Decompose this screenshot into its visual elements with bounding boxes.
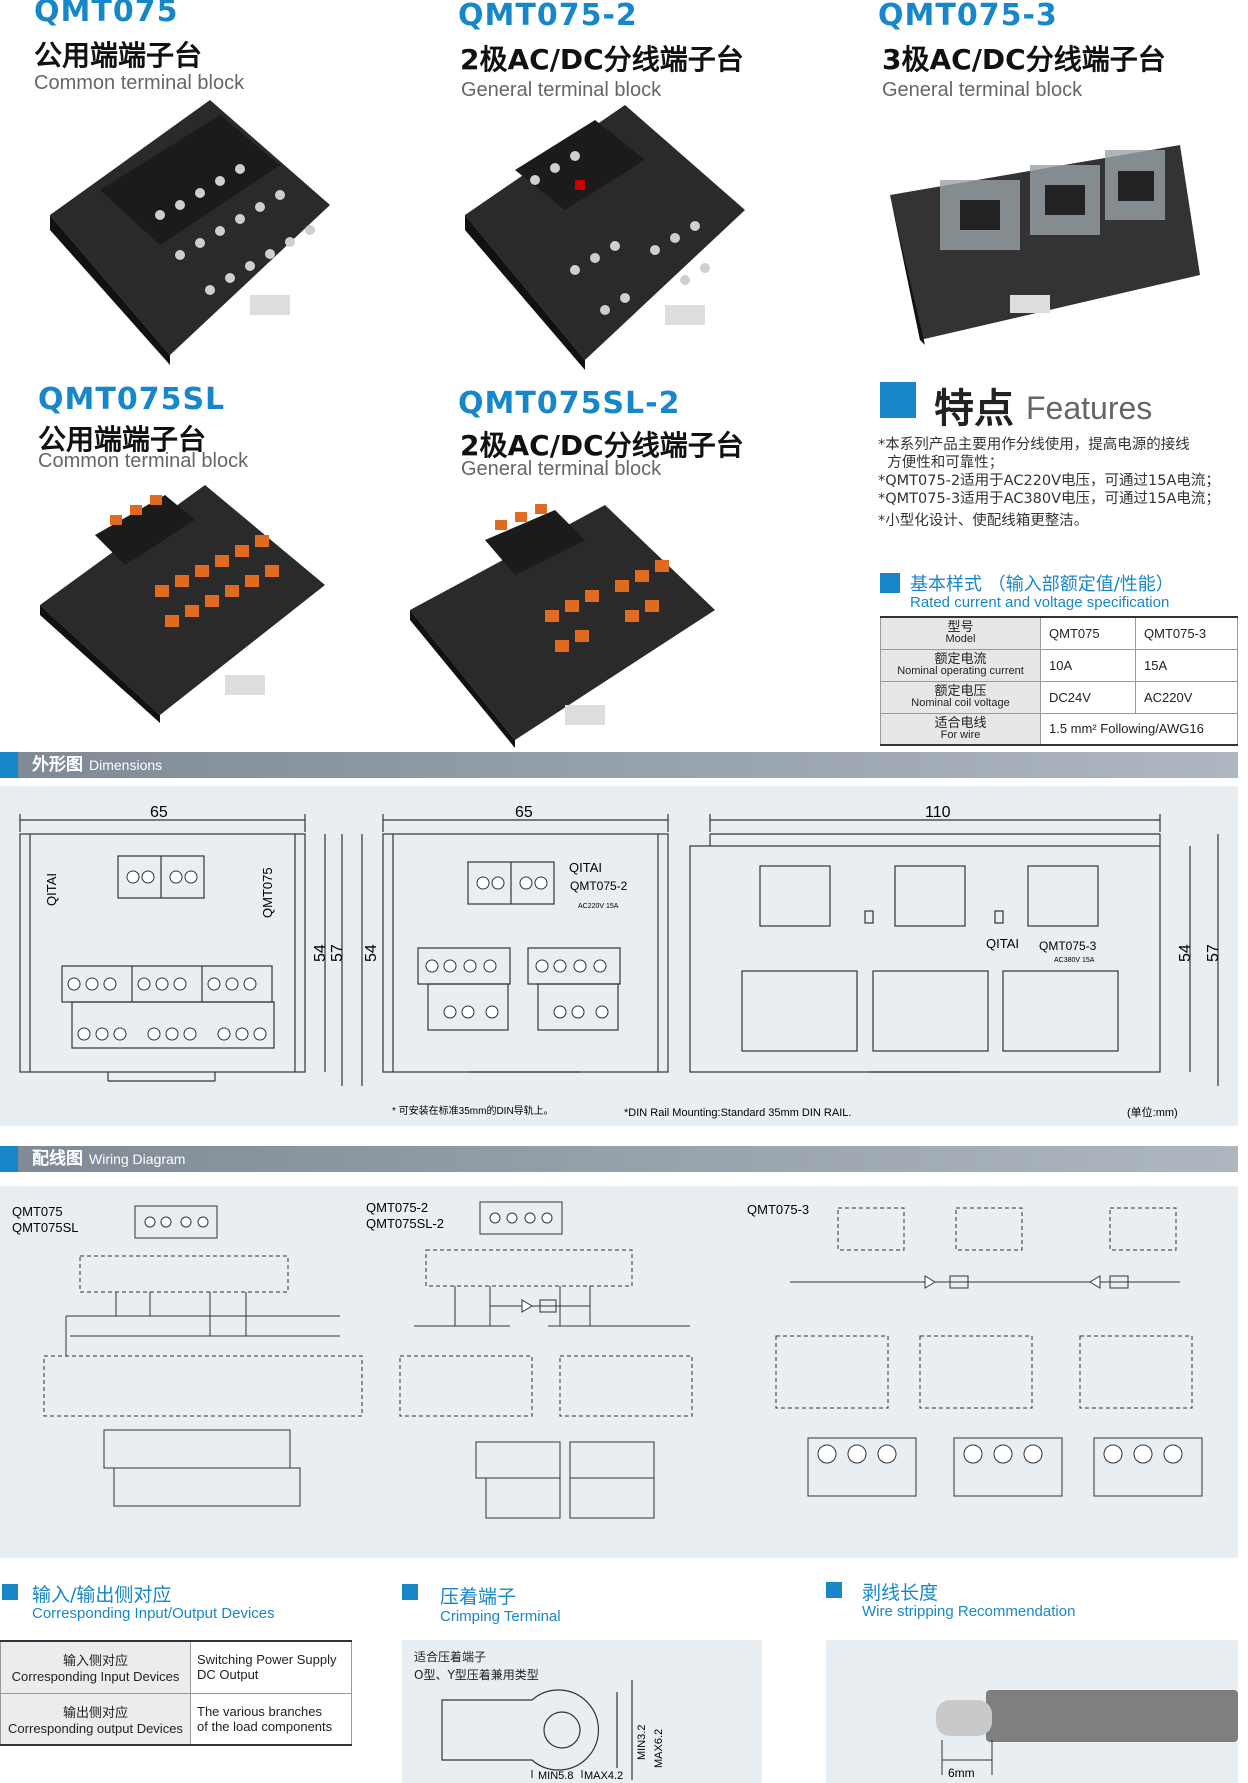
crimp-label-1: 适合压着端子 <box>414 1650 487 1664</box>
product-photo-qmt075sl <box>40 485 325 723</box>
product-photo-qmt075 <box>50 100 330 365</box>
product-model-4: QMT075SL <box>38 382 226 417</box>
wire-stripping-drawing: 6mm <box>936 1690 1238 1780</box>
product-en-2: General terminal block <box>461 79 662 101</box>
crimp-terminal-drawing: MIN3.2 MAX6.2 MIN5.8 MAX4.2 <box>441 1680 665 1782</box>
crimp-label-2: O型、Y型压着兼用类型 <box>414 1668 539 1682</box>
dim-57-c: 57 <box>1205 944 1222 962</box>
dim-model-1: QMT075 <box>260 867 275 918</box>
spec-title-en: Rated current and voltage specification <box>910 594 1170 611</box>
io-square-icon <box>2 1584 18 1600</box>
crimp-dim-4: MAX4.2 <box>584 1770 623 1782</box>
wiring-diagram: QMT075 QMT075SL QMT075-2 QMT075SL-2 QMT0… <box>12 1200 1203 1519</box>
feature-item: *小型化设计、使配线箱更整洁。 <box>878 513 1089 529</box>
crimp-title-en: Crimping Terminal <box>440 1608 561 1625</box>
crimp-square-icon <box>402 1584 418 1600</box>
product-cn-1: 公用端端子台 <box>34 39 203 72</box>
product-en-4: Common terminal block <box>38 450 249 472</box>
product-cn-5: 2极AC/DC分线端子台 <box>460 429 744 462</box>
wiring-model-1a: QMT075 <box>12 1204 63 1219</box>
feature-item: *本系列产品主要用作分线使用，提高电源的接线 <box>878 437 1190 453</box>
wiring-model-2b: QMT075SL-2 <box>366 1216 444 1231</box>
feature-item: 方便性和可靠性； <box>878 455 1004 471</box>
io-title-cn: 输入/输出侧对应 <box>32 1584 172 1606</box>
product-model-5: QMT075SL-2 <box>458 386 681 421</box>
dim-57-a: 57 <box>329 944 346 962</box>
crimp-dim-1: MIN3.2 <box>636 1725 648 1760</box>
dim-brand-1: QITAI <box>44 873 59 906</box>
feature-item: *QMT075-3适用于AC380V电压，可通过15A电流； <box>878 491 1220 507</box>
dim-65-b: 65 <box>515 804 533 821</box>
dim-54-c: 54 <box>1177 944 1194 962</box>
product-model-1: QMT075 <box>34 0 179 29</box>
dim-note-cn: * 可安装在标准35mm的DIN导轨上。 <box>392 1104 554 1117</box>
dim-voltage-2: AC220V 15A <box>578 903 619 910</box>
product-en-3: General terminal block <box>882 79 1083 101</box>
wiring-model-2a: QMT075-2 <box>366 1200 428 1215</box>
dim-54-b: 54 <box>363 944 380 962</box>
product-photo-qmt075-2 <box>465 105 745 370</box>
dim-model-3: QMT075-3 <box>1039 939 1097 953</box>
dimensions-drawing: 65 65 110 54 57 54 54 57 QITAI QMT075 QI… <box>19 804 1222 1119</box>
product-cn-3: 3极AC/DC分线端子台 <box>882 43 1166 76</box>
crimp-dim-2: MAX6.2 <box>653 1729 665 1768</box>
features-title-cn: 特点 <box>934 386 1014 432</box>
dim-note-en: *DIN Rail Mounting:Standard 35mm DIN RAI… <box>624 1107 851 1119</box>
dim-54-a: 54 <box>312 944 329 962</box>
crimp-panel <box>402 1640 762 1783</box>
dimensions-panel <box>0 786 1238 1126</box>
dim-brand-3: QITAI <box>986 936 1019 951</box>
product-en-1: Common terminal block <box>34 72 245 94</box>
spec-square-icon <box>880 573 900 593</box>
feature-item: *QMT075-2适用于AC220V电压，可通过15A电流； <box>878 473 1220 489</box>
io-title-en: Corresponding Input/Output Devices <box>32 1605 275 1622</box>
dim-model-2: QMT075-2 <box>570 879 628 893</box>
dim-110: 110 <box>925 804 951 821</box>
crimp-title-cn: 压着端子 <box>440 1586 517 1608</box>
dim-brand-2: QITAI <box>569 860 602 875</box>
spec-title-cn: 基本样式 （输入部额定值/性能） <box>910 574 1174 595</box>
wiring-model-3: QMT075-3 <box>747 1202 809 1217</box>
dim-voltage-3: AC380V 15A <box>1054 957 1095 964</box>
product-photo-qmt075sl-2 <box>410 504 715 748</box>
product-model-3: QMT075-3 <box>878 0 1058 33</box>
product-cn-2: 2极AC/DC分线端子台 <box>460 43 744 76</box>
product-photo-qmt075-3 <box>890 145 1200 345</box>
product-cn-4: 公用端端子台 <box>38 423 207 456</box>
features-square-icon <box>880 382 916 418</box>
strip-length: 6mm <box>948 1766 975 1780</box>
dim-unit: (单位:mm) <box>1127 1105 1178 1119</box>
strip-title-en: Wire stripping Recommendation <box>862 1603 1076 1620</box>
dim-65-a: 65 <box>150 804 168 821</box>
strip-square-icon <box>826 1582 842 1598</box>
features-title-en: Features <box>1026 390 1153 426</box>
crimp-dim-3: MIN5.8 <box>538 1770 573 1782</box>
product-en-5: General terminal block <box>461 458 662 480</box>
features-list: *本系列产品主要用作分线使用，提高电源的接线 方便性和可靠性； *QMT075-… <box>878 436 1238 530</box>
product-model-2: QMT075-2 <box>458 0 638 33</box>
strip-title-cn: 剥线长度 <box>862 1582 939 1604</box>
wiring-model-1b: QMT075SL <box>12 1220 78 1235</box>
